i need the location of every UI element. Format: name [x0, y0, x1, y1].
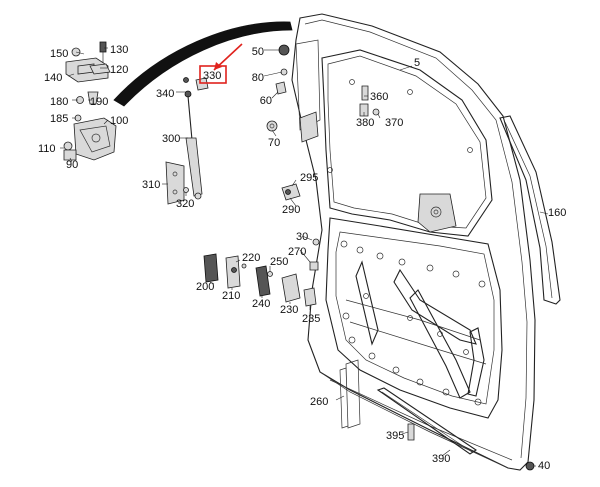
label-part-30: 30	[296, 231, 308, 243]
label-part-5: 5	[414, 57, 420, 69]
label-part-380: 380	[356, 117, 374, 129]
label-part-40: 40	[538, 460, 550, 472]
label-part-340: 340	[156, 88, 174, 100]
label-part-190: 190	[90, 96, 108, 108]
label-part-330: 330	[203, 70, 221, 82]
label-part-100: 100	[110, 115, 128, 127]
grommet-30	[312, 238, 320, 246]
label-part-235: 235	[302, 313, 320, 325]
label-part-200: 200	[196, 281, 214, 293]
clip-395	[407, 423, 415, 441]
upper-small-parts	[266, 44, 290, 132]
label-part-70: 70	[268, 137, 280, 149]
leader-lines	[60, 47, 549, 467]
clip-270	[309, 261, 319, 271]
label-part-395: 395	[386, 430, 404, 442]
gas-strut	[165, 77, 209, 205]
label-part-110: 110	[38, 143, 56, 155]
label-part-390: 390	[432, 453, 450, 465]
label-part-320: 320	[176, 198, 194, 210]
highlight-callout	[199, 43, 243, 84]
upper-seal-strip	[113, 21, 293, 107]
label-part-290: 290	[282, 204, 300, 216]
part-labels: 5 50 80 60 70 150 130 120 140 180 190 18…	[38, 44, 566, 472]
label-part-180: 180	[50, 96, 68, 108]
label-part-370: 370	[385, 117, 403, 129]
label-part-230: 230	[280, 304, 298, 316]
label-part-80: 80	[252, 72, 264, 84]
trim-strip-390	[376, 387, 477, 455]
label-part-150: 150	[50, 48, 68, 60]
label-part-140: 140	[44, 72, 62, 84]
label-part-310: 310	[142, 179, 160, 191]
label-part-130: 130	[110, 44, 128, 56]
lock-parts-row	[203, 253, 317, 307]
label-part-185: 185	[50, 113, 68, 125]
label-part-60: 60	[260, 95, 272, 107]
label-part-210: 210	[222, 290, 240, 302]
label-part-270: 270	[288, 246, 306, 258]
label-part-50: 50	[252, 46, 264, 58]
tailgate-panel	[291, 13, 536, 471]
screw-cluster	[359, 85, 380, 117]
label-part-250: 250	[270, 256, 288, 268]
cover-panel-260	[339, 359, 361, 429]
side-seal-strip	[499, 115, 561, 305]
label-part-90: 90	[66, 159, 78, 171]
label-part-295: 295	[300, 172, 318, 184]
label-part-220: 220	[242, 252, 260, 264]
bumper-40	[525, 461, 535, 471]
label-part-360: 360	[370, 91, 388, 103]
label-part-160: 160	[548, 207, 566, 219]
label-part-260: 260	[310, 396, 328, 408]
latch-component	[281, 183, 301, 201]
label-part-300: 300	[162, 133, 180, 145]
hinge-assembly	[63, 41, 117, 161]
label-part-240: 240	[252, 298, 270, 310]
label-part-120: 120	[110, 64, 128, 76]
